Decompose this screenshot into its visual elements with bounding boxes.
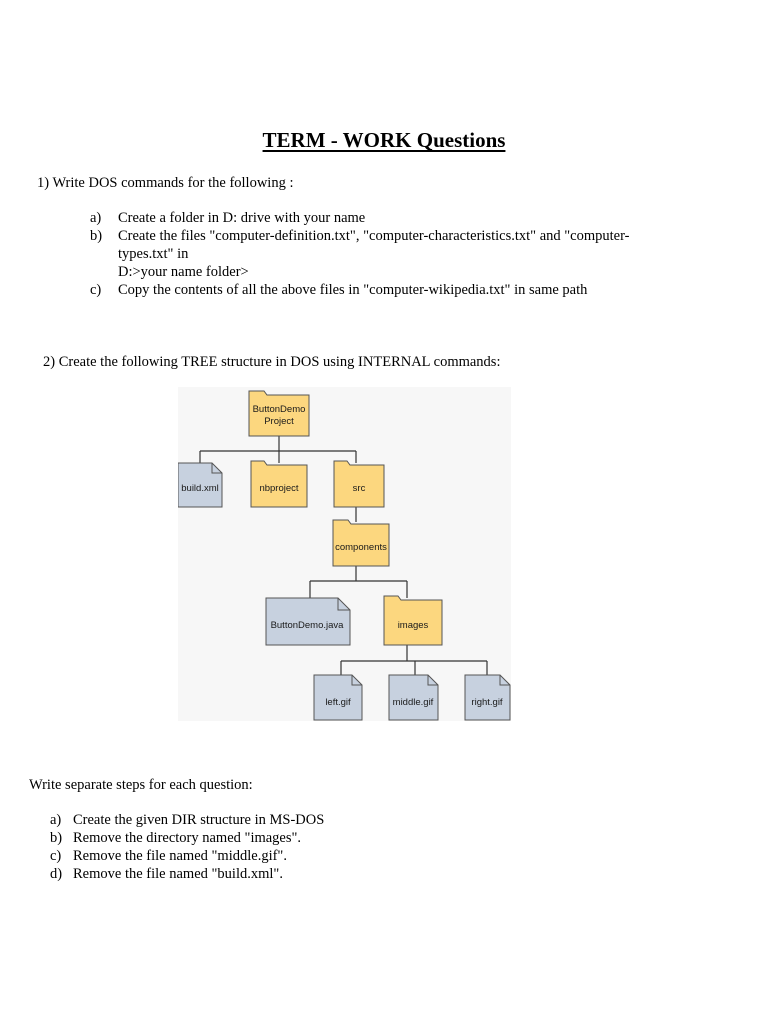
tree-node-src: src: [353, 483, 366, 494]
page-title: TERM - WORK Questions: [262, 128, 506, 152]
folder-icon: [248, 390, 310, 437]
list-marker: d): [50, 866, 63, 882]
tree-node-root-label: Project: [264, 416, 294, 427]
list-item: d) Remove the file named "build.xml".: [50, 865, 450, 883]
tree-node-middle-gif: middle.gif: [393, 697, 434, 708]
folder-icon: [383, 595, 443, 646]
steps-heading: Write separate steps for each question:: [29, 777, 253, 793]
list-item: a) Create the given DIR structure in MS-…: [50, 811, 450, 829]
list-marker: b): [50, 830, 63, 846]
list-item: c) Copy the contents of all the above fi…: [90, 281, 670, 299]
tree-node-images: images: [398, 620, 429, 631]
list-item-text: Remove the directory named "images".: [73, 830, 302, 846]
list-item-text: Create a folder in D: drive with your na…: [118, 210, 366, 226]
list-item: c) Remove the file named "middle.gif".: [50, 847, 450, 865]
file-icon: [178, 462, 223, 508]
list-item-text: Remove the file named "middle.gif".: [73, 848, 287, 864]
folder-icon: [250, 460, 308, 508]
list-item-text: Create the files "computer-definition.tx…: [118, 228, 630, 244]
steps-list: a) Create the given DIR structure in MS-…: [50, 811, 450, 883]
tree-node-components: components: [335, 542, 387, 553]
file-icon: [464, 674, 511, 721]
tree-node-right-gif: right.gif: [471, 697, 503, 708]
directory-tree-diagram: ButtonDemo Project build.xml nbproject s…: [178, 387, 511, 721]
question-1-heading: 1) Write DOS commands for the following …: [37, 175, 294, 191]
tree-node-left-gif: left.gif: [325, 697, 351, 708]
list-item-text: Remove the file named "build.xml".: [73, 866, 283, 882]
list-marker: a): [90, 210, 102, 226]
list-marker: a): [50, 812, 62, 828]
list-item-text: Create the given DIR structure in MS-DOS: [73, 812, 325, 828]
folder-icon: [333, 460, 385, 508]
file-icon: [313, 674, 363, 721]
list-marker: c): [90, 282, 102, 298]
list-marker: c): [50, 848, 62, 864]
file-icon: [265, 597, 351, 646]
list-item-text: Copy the contents of all the above files…: [118, 282, 588, 298]
list-marker: b): [90, 228, 103, 244]
list-item: b) Create the files "computer-definition…: [90, 227, 670, 281]
list-item-text: D:>your name folder>: [118, 264, 249, 280]
tree-node-nbproject: nbproject: [259, 483, 298, 494]
question-2-heading: 2) Create the following TREE structure i…: [43, 354, 501, 370]
file-icon: [388, 674, 439, 721]
tree-connectors: [199, 436, 488, 675]
list-item-text: types.txt" in: [118, 246, 189, 262]
tree-node-build-xml: build.xml: [181, 483, 219, 494]
tree-node-buttondemo-java: ButtonDemo.java: [271, 620, 345, 631]
folder-icon: [332, 519, 390, 567]
tree-node-root-label: ButtonDemo: [253, 404, 306, 415]
question-1-list: a) Create a folder in D: drive with your…: [90, 209, 670, 299]
list-item: a) Create a folder in D: drive with your…: [90, 209, 670, 227]
list-item: b) Remove the directory named "images".: [50, 829, 450, 847]
